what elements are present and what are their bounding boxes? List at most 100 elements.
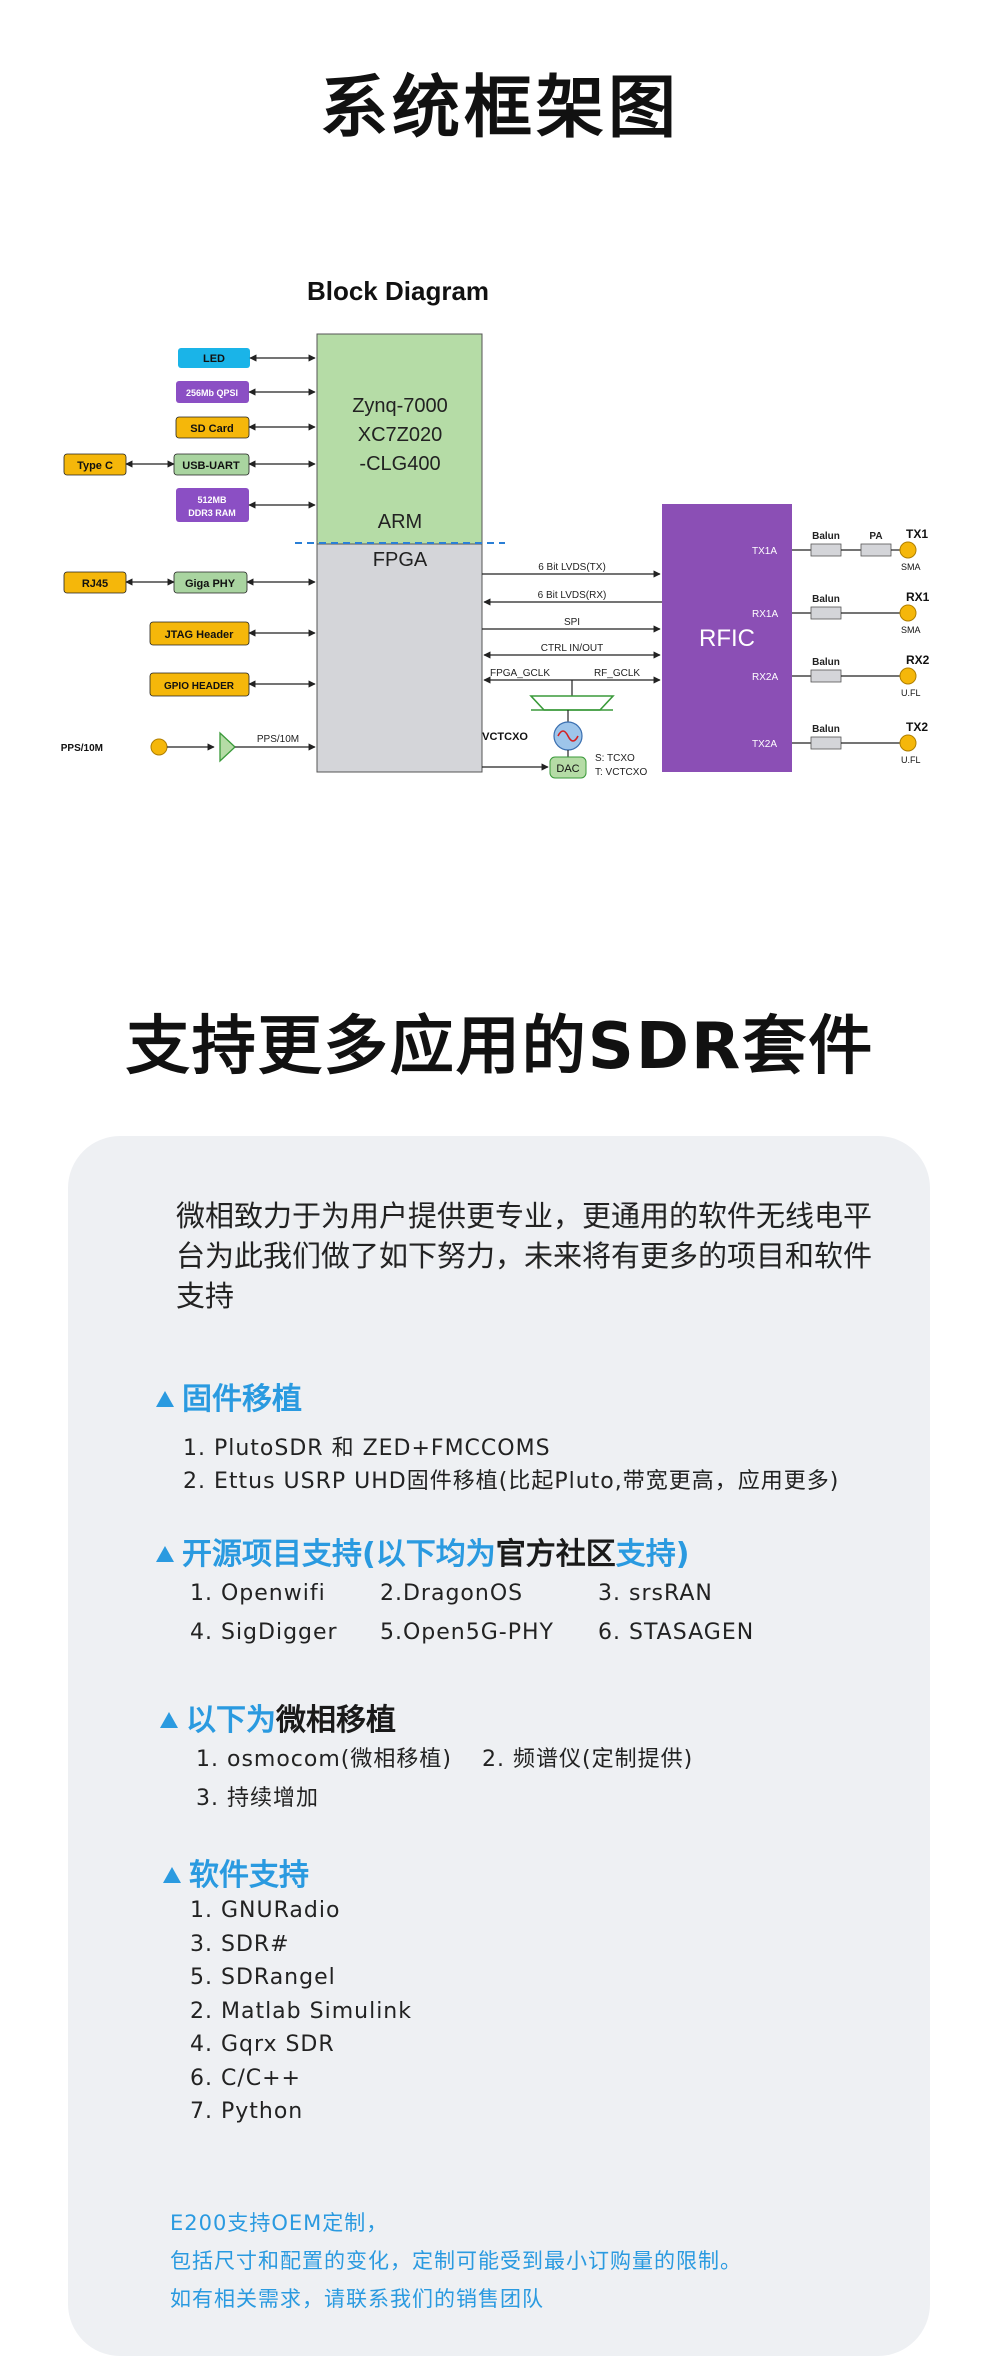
rx2-ant-label: RX2 [906, 653, 930, 667]
zynq-arm-block [316, 333, 483, 545]
pps-connector-icon [150, 738, 168, 756]
opensource-item-4: 4. SigDigger [190, 1620, 338, 1645]
rx-lvds-label: 6 Bit LVDS(RX) [538, 590, 607, 601]
tx1-ant-label: TX1 [906, 527, 928, 541]
pps-label: PPS/10M [61, 743, 103, 754]
ddr-label-1: 512MB [197, 495, 227, 505]
feature-card [68, 1136, 930, 2356]
zynq-label-3: -CLG400 [359, 453, 440, 475]
ported-item-3: 3. 持续增加 [196, 1786, 319, 1811]
dac-note-s: S: TCXO [595, 753, 635, 764]
qpsi-block [176, 381, 249, 403]
opensource-item-3: 3. srsRAN [598, 1581, 713, 1606]
section-ported-label-b: 微相移植 [276, 1703, 396, 1738]
software-item-5: 4. Gqrx SDR [190, 2032, 335, 2057]
section-opensource-title: 开源项目支持(以下均为官方社区支持) [156, 1529, 689, 1573]
section-software-title: 软件支持 [163, 1850, 309, 1894]
opensource-item-6: 6. STASAGEN [598, 1620, 755, 1645]
section-opensource-label-c: 支持) [615, 1537, 690, 1572]
ddr-label-2: DDR3 RAM [188, 508, 236, 518]
opensource-item-1: 1. Openwifi [190, 1581, 326, 1606]
pps-buffer-icon [219, 731, 236, 763]
dac-block [549, 756, 587, 779]
tx1-pa [860, 543, 892, 557]
dac-note-t: T: VCTCXO [595, 767, 647, 778]
opensource-item-5: 5.Open5G-PHY [380, 1620, 554, 1645]
rx1a-label: RX1A [752, 609, 778, 620]
type-c-label: Type C [77, 460, 113, 472]
intro-text: 微相致力于为用户提供更专业，更通用的软件无线电平台为此我们做了如下努力，未来将有… [176, 1199, 873, 1313]
sine-wave-icon [557, 730, 579, 742]
page-title-block-diagram: 系统框架图 [319, 69, 680, 148]
fpga-label: FPGA [373, 549, 428, 571]
triangle-icon [156, 1391, 174, 1407]
software-item-3: 5. SDRangel [190, 1965, 336, 1990]
tx1-balun-label: Balun [812, 531, 840, 542]
section-opensource-label-a: 开源项目支持(以下均为 [182, 1537, 496, 1572]
diagram-heading: Block Diagram [307, 276, 489, 306]
dac-label: DAC [556, 763, 579, 775]
arm-label: ARM [378, 511, 422, 533]
rx2-balun-label: Balun [812, 657, 840, 668]
section-opensource-label-b: 官方社区 [495, 1537, 616, 1572]
rx2a-label: RX2A [752, 672, 778, 683]
rx1-conn-label: SMA [901, 625, 921, 635]
led-block [178, 348, 250, 368]
software-item-6: 6. C/C++ [190, 2066, 301, 2091]
tx2-conn-label: U.FL [901, 755, 921, 765]
ported-item-1: 1. osmocom(微相移植) [196, 1747, 452, 1772]
sd-card-label: SD Card [190, 423, 233, 435]
fpga-block [316, 543, 483, 773]
software-item-4: 2. Matlab Simulink [190, 1999, 412, 2024]
rx2-connector-icon [899, 667, 917, 685]
rx1-balun [810, 606, 842, 620]
rx1-ant-label: RX1 [906, 590, 930, 604]
tx1-pa-label: PA [869, 531, 882, 542]
zynq-label-1: Zynq-7000 [352, 395, 448, 417]
tx1-conn-label: SMA [901, 562, 921, 572]
ported-item-2: 2. 频谱仪(定制提供) [482, 1747, 694, 1772]
section-firmware-label: 固件移植 [182, 1382, 302, 1417]
gpio-label: GPIO HEADER [164, 681, 235, 692]
rx2-balun [810, 669, 842, 683]
rx1-balun-label: Balun [812, 594, 840, 605]
rj45-label: RJ45 [82, 578, 108, 590]
zynq-label-2: XC7Z020 [358, 424, 443, 446]
tx1-balun [810, 543, 842, 557]
oem-note-2: 包括尺寸和配置的变化，定制可能受到最小订购量的限制。 [170, 2249, 742, 2273]
tx2-ant-label: TX2 [906, 720, 928, 734]
tx2-connector-icon [899, 734, 917, 752]
block-diagram: Block Diagram Zynq-7000 XC7Z020 -CLG400 … [61, 276, 930, 779]
software-item-2: 3. SDR# [190, 1932, 290, 1957]
ctrl-label: CTRL IN/OUT [541, 643, 603, 654]
jtag-label: JTAG Header [165, 629, 235, 641]
triangle-icon [160, 1712, 178, 1728]
section-software-label: 软件支持 [189, 1858, 309, 1893]
software-item-7: 7. Python [190, 2099, 304, 2124]
oem-note-3: 如有相关需求，请联系我们的销售团队 [170, 2287, 544, 2311]
usb-uart-label: USB-UART [182, 460, 240, 472]
clock-buffer-icon [529, 695, 615, 711]
giga-phy-label: Giga PHY [185, 578, 236, 590]
software-item-1: 1. GNURadio [190, 1898, 341, 1923]
triangle-icon [163, 1867, 181, 1883]
tx-lvds-label: 6 Bit LVDS(TX) [538, 562, 606, 573]
section-ported-label-a: 以下为 [186, 1703, 276, 1738]
rx1-connector-icon [899, 604, 917, 622]
pps-line-label: PPS/10M [257, 734, 299, 745]
rf-gclk-label: RF_GCLK [594, 668, 640, 679]
section-firmware-title: 固件移植 [156, 1374, 302, 1418]
firmware-item-1: 1. PlutoSDR 和 ZED+FMCCOMS [183, 1436, 551, 1461]
page-title-sdr-kit: 支持更多应用的SDR套件 [125, 1010, 875, 1084]
spi-label: SPI [564, 617, 580, 628]
ddr-block [176, 488, 249, 522]
tx1-connector-icon [899, 541, 917, 559]
oem-note-1: E200支持OEM定制， [170, 2211, 389, 2235]
firmware-item-2: 2. Ettus USRP UHD固件移植(比起Pluto,带宽更高，应用更多) [183, 1469, 840, 1494]
rfic-label: RFIC [699, 625, 755, 652]
tx2a-label: TX2A [752, 739, 777, 750]
tx2-balun [810, 736, 842, 750]
vctcxo-label: VCTCXO [482, 731, 528, 743]
fpga-gclk-label: FPGA_GCLK [490, 668, 550, 679]
tx1a-label: TX1A [752, 546, 777, 557]
